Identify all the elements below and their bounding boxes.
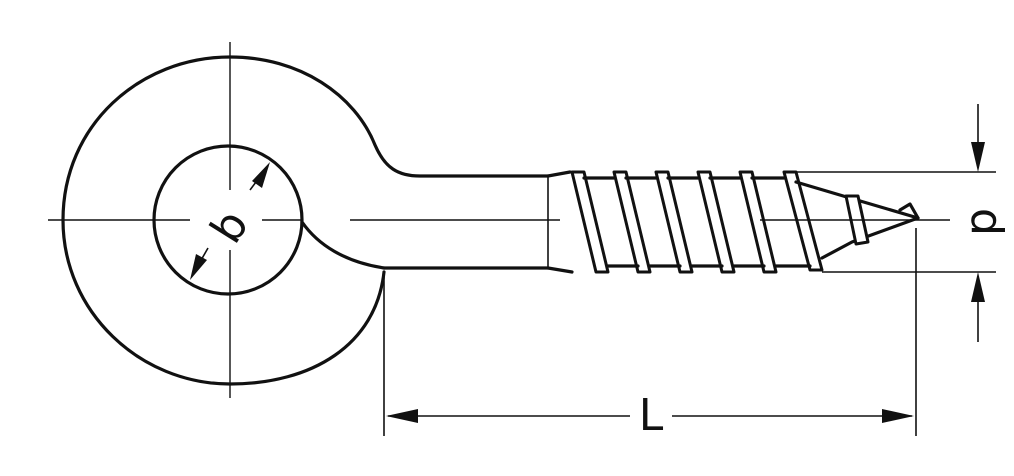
center-lines	[48, 42, 950, 398]
dimension-l: L	[383, 228, 917, 441]
thread-section	[570, 170, 920, 274]
label-d: d	[961, 208, 1012, 236]
label-l: L	[639, 390, 664, 441]
label-b: b	[201, 201, 259, 252]
shank	[546, 170, 574, 274]
dimension-d: d	[796, 104, 1012, 342]
